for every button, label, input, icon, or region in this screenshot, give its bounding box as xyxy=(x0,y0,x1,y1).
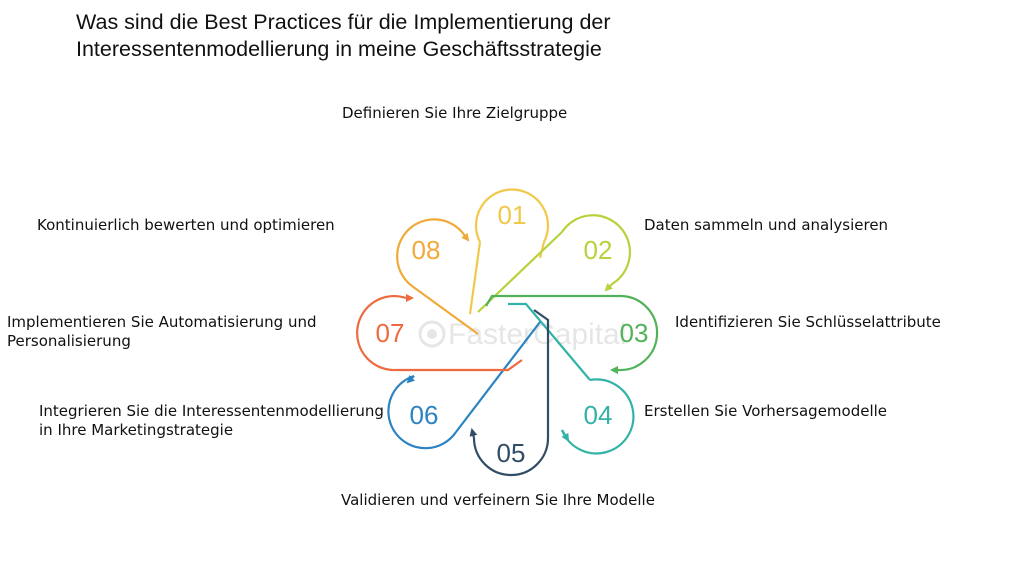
step-01-connector-a xyxy=(468,241,482,315)
step-04-ring xyxy=(560,378,635,455)
step-08-connector xyxy=(411,285,479,335)
step-03-ring xyxy=(617,294,659,372)
step-04-arrow xyxy=(561,429,570,442)
step-06-label: Integrieren Sie die Interessentenmodelli… xyxy=(39,402,384,440)
step-07-connector xyxy=(396,359,523,372)
step-05-label: Validieren und verfeinern Sie Ihre Model… xyxy=(341,491,655,509)
step-03-connector xyxy=(485,294,622,307)
step-08-arrow xyxy=(461,231,470,242)
step-01-node: 01 xyxy=(468,188,550,315)
step-07-number: 07 xyxy=(376,318,405,348)
step-06-ring xyxy=(387,374,457,450)
step-05-connector xyxy=(533,309,550,438)
step-02-label: Daten sammeln und analysieren xyxy=(644,216,889,234)
step-04-connector xyxy=(508,302,591,381)
watermark-logo: FasterCapital xyxy=(418,318,626,351)
step-05-ring xyxy=(472,437,550,477)
step-08-number: 08 xyxy=(412,235,441,265)
step-07-label-line-2: Personalisierung xyxy=(7,332,131,350)
step-01-label: Definieren Sie Ihre Zielgruppe xyxy=(342,104,568,122)
step-02-node: 02 xyxy=(477,214,632,313)
step-05-number: 05 xyxy=(497,438,526,468)
step-04-label: Erstellen Sie Vorhersagemodelle xyxy=(644,402,888,420)
step-04-node: 04 xyxy=(508,302,635,455)
step-03-number: 03 xyxy=(620,318,649,348)
title-line-2: Interessentenmodellierung in meine Gesch… xyxy=(76,37,602,61)
step-02-ring xyxy=(561,214,632,285)
step-04-number: 04 xyxy=(584,400,613,430)
step-03-node: 03 xyxy=(485,294,659,374)
step-08-ring xyxy=(396,218,463,287)
step-08-node: 08 xyxy=(396,218,479,335)
step-01-ring xyxy=(474,188,550,243)
step-07-label-line-1: Implementieren Sie Automatisierung und xyxy=(7,313,317,331)
step-06-number: 06 xyxy=(410,400,439,430)
step-01-number: 01 xyxy=(498,200,527,230)
step-03-label: Identifizieren Sie Schlüsselattribute xyxy=(675,313,941,331)
watermark-gear-hub xyxy=(427,329,437,339)
step-08-label: Kontinuierlich bewerten und optimieren xyxy=(37,216,335,234)
step-06-label-line-1: Integrieren Sie die Interessentenmodelli… xyxy=(39,402,384,420)
step-06-arrow xyxy=(406,374,416,384)
step-07-node: 07 xyxy=(356,294,523,372)
watermark-gear-icon xyxy=(418,320,446,348)
step-02-arrow xyxy=(604,282,614,292)
step-07-label: Implementieren Sie Automatisierung und P… xyxy=(7,313,317,351)
step-06-connector xyxy=(455,321,541,433)
step-06-label-line-2: in Ihre Marketingstrategie xyxy=(39,421,234,439)
title-line-1: Was sind die Best Practices für die Impl… xyxy=(76,10,611,34)
step-06-node: 06 xyxy=(387,321,541,450)
step-02-connector xyxy=(477,231,563,313)
page-title: Was sind die Best Practices für die Impl… xyxy=(76,9,796,63)
step-02-number: 02 xyxy=(584,235,613,265)
watermark-text: FasterCapital xyxy=(448,318,626,351)
step-05-node: 05 xyxy=(469,309,550,477)
step-05-arrow xyxy=(469,428,478,439)
step-07-ring xyxy=(356,295,407,372)
